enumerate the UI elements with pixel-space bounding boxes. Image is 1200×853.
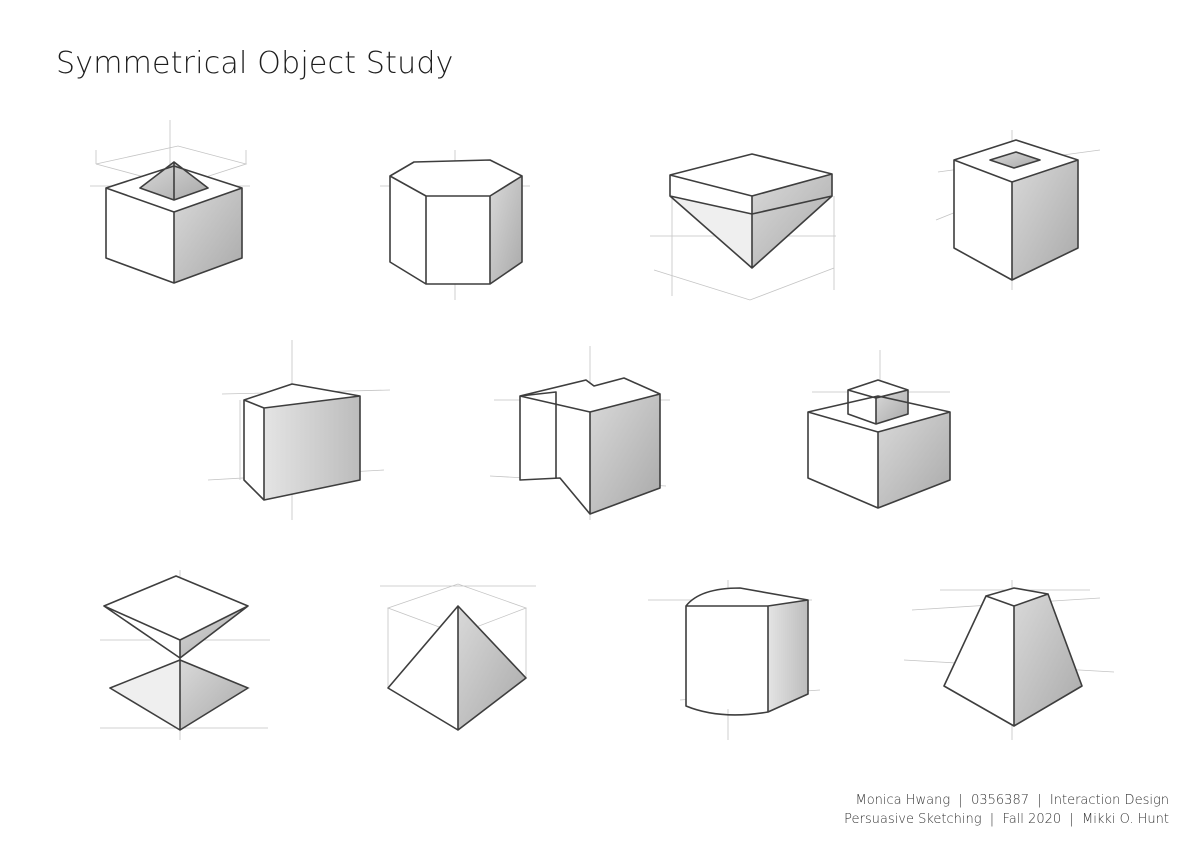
stacked-cubes-icon <box>807 350 951 509</box>
notched-cube-icon <box>489 346 670 520</box>
page-title: Symmetrical Object Study <box>56 46 454 81</box>
frustum-icon <box>903 580 1115 740</box>
hexagonal-prism-icon <box>380 150 530 300</box>
hourglass-form-icon <box>100 570 270 740</box>
pyramid-in-cube-icon <box>380 583 536 731</box>
cube-pyramid-cavity-icon <box>90 120 250 284</box>
credits-line-author: Monica Hwang | 0356387 | Interaction Des… <box>855 793 1170 808</box>
tapered-box-icon <box>207 340 391 520</box>
credits-block: Monica Hwang | 0356387 | Interaction Des… <box>844 791 1169 829</box>
wedge-block-icon <box>650 153 836 301</box>
cube-square-hole-icon <box>935 130 1101 290</box>
rounded-block-icon <box>648 580 821 740</box>
credits-line-course: Persuasive Sketching | Fall 2020 | Mikki… <box>844 812 1169 827</box>
